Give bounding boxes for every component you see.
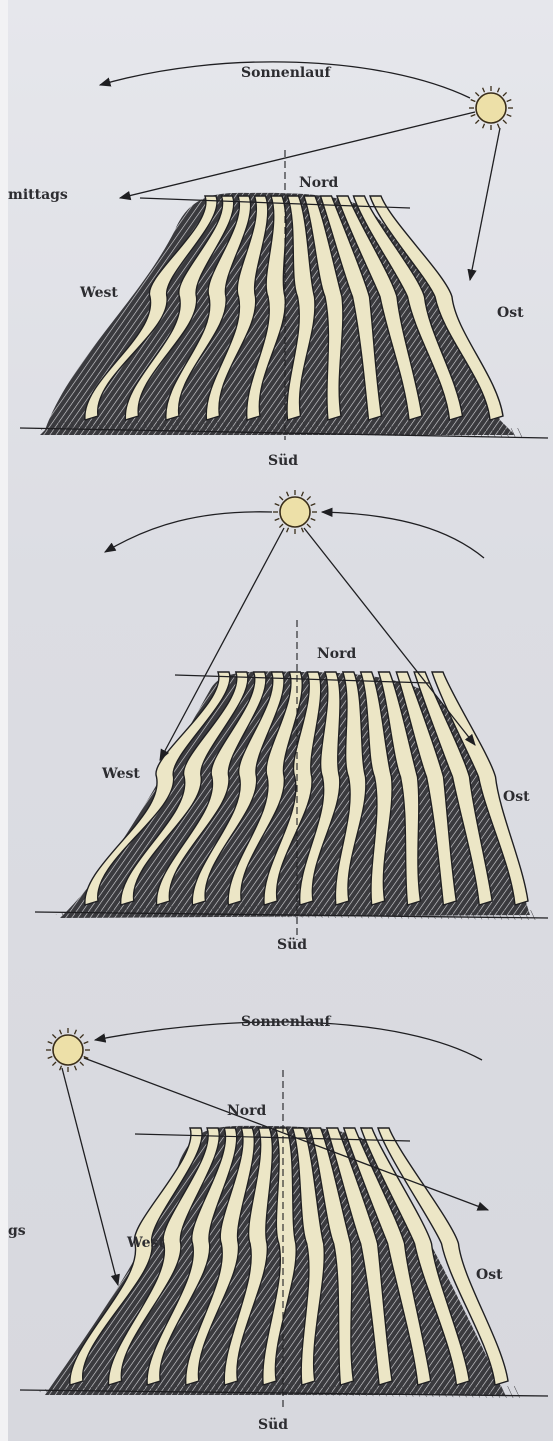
east-label: Ost	[476, 1268, 503, 1282]
north-label: Nord	[299, 176, 338, 190]
sun-path-arrow-east	[322, 512, 484, 558]
south-label: Süd	[258, 1418, 288, 1432]
sun-icon	[273, 490, 317, 534]
hill-3	[20, 1070, 548, 1410]
sun-ray-east	[470, 128, 500, 280]
sun-path-label: Sonnenlauf	[241, 1015, 330, 1029]
south-label: Süd	[268, 454, 298, 468]
west-label: West	[80, 286, 118, 300]
sun-path-label: Sonnenlauf	[241, 66, 330, 80]
sun-ray-south	[62, 1068, 118, 1285]
sun-icon	[469, 86, 513, 130]
panel-3	[20, 1022, 548, 1410]
north-label: Nord	[317, 647, 356, 661]
east-label: Ost	[497, 306, 524, 320]
sun-path-arrow-west	[105, 512, 272, 552]
sun-ray-midday	[120, 112, 475, 198]
sun-icon	[46, 1028, 90, 1072]
panel-1	[20, 62, 548, 440]
south-label: Süd	[277, 938, 307, 952]
east-label: Ost	[503, 790, 530, 804]
midday-label: gs	[8, 1224, 26, 1238]
north-label: Nord	[227, 1104, 266, 1118]
panel-2	[35, 490, 548, 940]
midday-label: mittags	[8, 188, 68, 202]
west-label: West	[102, 767, 140, 781]
west-label: West	[127, 1236, 165, 1250]
